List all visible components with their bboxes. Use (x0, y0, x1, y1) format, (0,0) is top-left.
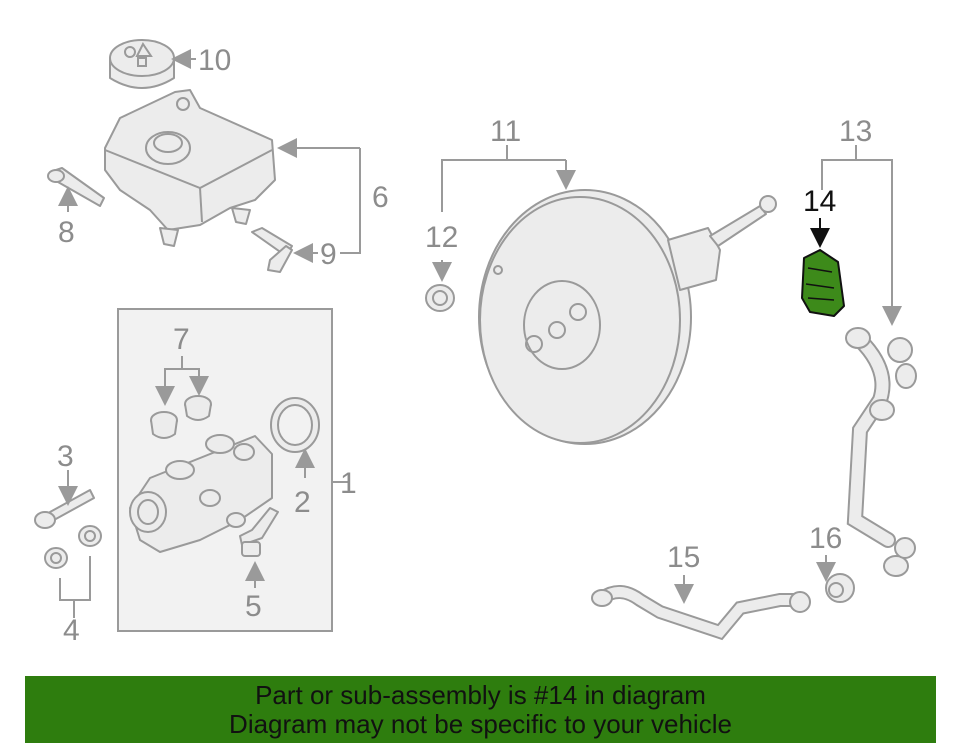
callout-13: 13 (839, 115, 872, 148)
booster-grommet (425, 284, 455, 312)
callout-6: 6 (372, 181, 389, 214)
callout-11: 11 (490, 115, 521, 148)
vacuum-line (591, 585, 811, 641)
o-ring (270, 397, 320, 453)
highlighted-part-14 (801, 249, 845, 317)
callout-16: 16 (809, 522, 842, 555)
part-info-banner: Part or sub-assembly is #14 in diagram D… (25, 676, 936, 743)
master-cylinder (129, 434, 273, 553)
brake-booster (478, 189, 777, 445)
callout-2: 2 (294, 486, 311, 519)
bolt (34, 489, 95, 529)
reservoir-cap (109, 39, 175, 89)
callout-5: 5 (245, 590, 262, 623)
retaining-pin (47, 167, 105, 207)
nuts (44, 525, 102, 569)
vacuum-hose (845, 327, 917, 577)
banner-line-2: Diagram may not be specific to your vehi… (229, 709, 732, 739)
callout-14: 14 (803, 185, 836, 218)
callout-7: 7 (173, 323, 190, 356)
hose-grommet (825, 573, 855, 603)
callout-10: 10 (198, 44, 231, 77)
callout-12: 12 (425, 221, 458, 254)
callout-4: 4 (63, 614, 80, 647)
callout-1: 1 (340, 467, 357, 500)
callout-15: 15 (667, 541, 700, 574)
callout-8: 8 (58, 216, 75, 249)
callout-3: 3 (57, 440, 74, 473)
banner-line-1: Part or sub-assembly is #14 in diagram (255, 680, 706, 710)
grommets (150, 395, 212, 439)
callout-9: 9 (320, 238, 337, 271)
brake-fluid-reservoir (104, 89, 276, 247)
pressure-sensor (239, 507, 279, 557)
reservoir-pin (251, 227, 293, 273)
